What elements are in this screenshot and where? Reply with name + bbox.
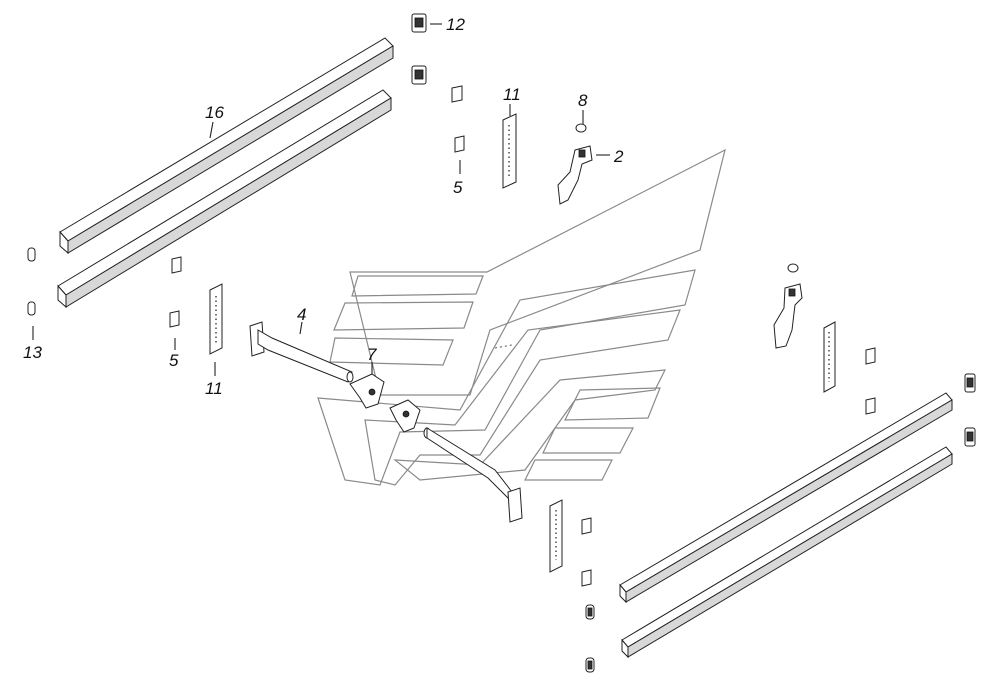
label-13: 13 (23, 343, 42, 362)
perforated-strip-right (823, 321, 836, 393)
perforated-strip-11-lower (209, 283, 223, 355)
cab-outline-ghost (317, 148, 726, 486)
bracket-assembly-2 (557, 123, 593, 205)
channel-rail-upper-left (59, 37, 394, 255)
bracket-assembly-right (773, 263, 803, 349)
bracket-right-lower (964, 427, 976, 447)
perforated-strip-11-upper (502, 113, 517, 189)
label-11-lower: 11 (205, 379, 223, 398)
leader-lines (32, 23, 610, 376)
label-5-upper: 5 (453, 178, 463, 197)
plates-5 (169, 85, 876, 587)
bracket-12-lower (411, 65, 427, 85)
clips-13 (27, 247, 595, 673)
tube-arm-lower (423, 427, 523, 523)
bracket-12-upper (411, 13, 427, 33)
label-16: 16 (205, 103, 224, 122)
label-8: 8 (578, 91, 588, 110)
channel-rail-lower-left (57, 89, 392, 309)
label-11-upper: 11 (503, 85, 521, 104)
label-7: 7 (367, 345, 377, 364)
label-4: 4 (297, 305, 306, 324)
label-2: 2 (613, 147, 624, 166)
channel-rail-lower-right (621, 446, 953, 659)
perforated-strip-bottom (549, 499, 563, 573)
label-12: 12 (446, 15, 465, 34)
channel-rail-upper-right (619, 392, 953, 604)
bracket-right-upper (964, 373, 976, 393)
tube-arm-4 (249, 321, 354, 383)
mount-bracket-7b (389, 399, 421, 433)
label-5-lower: 5 (169, 351, 179, 370)
